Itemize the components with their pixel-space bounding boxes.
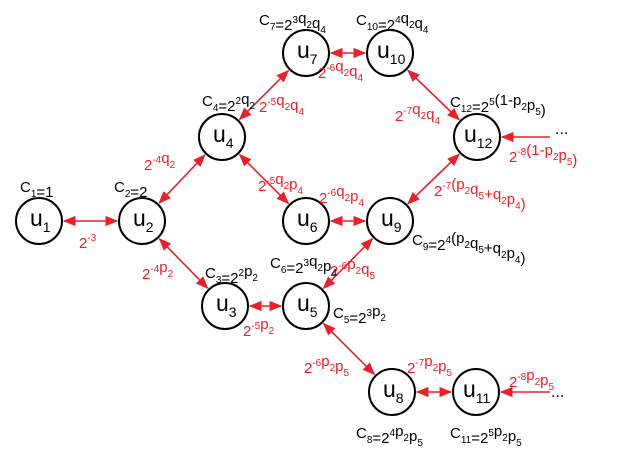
edge-label-u9-u12: 2-7(p2q5+q2p4) — [434, 176, 526, 213]
edge-label-u7-u10: 2-6q2q4 — [318, 58, 364, 84]
edge-u5-u9 — [322, 237, 374, 290]
node-circle-u1 — [15, 197, 63, 245]
edge-label-u4-u6: 2-5q2p4 — [258, 171, 304, 197]
node-text-u12: u12 — [464, 121, 493, 151]
node-circle-u4 — [198, 113, 246, 161]
edge-u2-u3 — [158, 237, 209, 290]
node-text-u10: u10 — [377, 37, 406, 67]
node-u2: u2 — [118, 197, 166, 245]
node-text-u1: u1 — [30, 205, 51, 235]
capacity-label-u1: C1=1 — [20, 179, 54, 201]
node-circle-u2 — [118, 197, 166, 245]
capacity-label-u2: C2=2 — [114, 179, 148, 201]
node-u9: u9 — [366, 197, 414, 245]
edge-label-u11-more-bottom: 2-8p2p5 — [509, 367, 555, 393]
edge-label-u12-more-top: 2-8(1-p2p5) — [509, 142, 577, 169]
node-circle-u8 — [368, 368, 416, 416]
node-text-u9: u9 — [381, 205, 402, 235]
node-u8: u8 — [368, 368, 416, 416]
node-u7: u7 — [282, 29, 330, 77]
node-u5: u5 — [282, 282, 330, 330]
node-circle-u11 — [452, 368, 500, 416]
capacity-label-u8: C8=24p2p5 — [356, 423, 423, 449]
edge-label-u2-u4: 2-4q2 — [144, 150, 176, 174]
continuation-dots-more-top: ... — [555, 121, 568, 138]
node-u12: u12 — [453, 113, 501, 161]
capacity-label-u5: C5=23p2 — [333, 303, 386, 327]
capacity-label-u4: C4=22q2 — [202, 91, 255, 115]
edge-u10-u12 — [407, 69, 460, 121]
capacity-label-u11: C11=25p2p5 — [450, 423, 522, 449]
node-circle-u10 — [366, 29, 414, 77]
edges-layer — [62, 47, 550, 398]
node-u3: u3 — [201, 282, 249, 330]
edge-u2-u4 — [158, 154, 206, 204]
edge-u5-u8 — [322, 322, 376, 376]
node-u6: u6 — [282, 197, 330, 245]
node-text-u7: u7 — [297, 37, 318, 67]
node-u10: u10 — [366, 29, 414, 77]
edge-label-u8-u11: 2-7p2p5 — [407, 353, 453, 379]
edge-label-u5-u8: 2-6p2p5 — [304, 353, 350, 379]
node-text-u2: u2 — [133, 205, 154, 235]
capacity-label-u9: C9=24(p2q5+q2p4) — [412, 230, 525, 267]
node-u11: u11 — [452, 368, 500, 416]
capacity-label-u10: C10=24q2q4 — [356, 10, 429, 36]
node-u4: u4 — [198, 113, 246, 161]
edge-label-u10-u12: 2-7q2q4 — [395, 101, 441, 127]
node-circle-u6 — [282, 197, 330, 245]
edge-label-u5-u9: 2-6p2q5 — [330, 256, 376, 282]
node-text-u11: u11 — [463, 376, 491, 406]
node-text-u3: u3 — [216, 290, 237, 320]
edge-u4-u6 — [238, 153, 290, 205]
nodes-layer: u1 u2 u3 u4 u5 u6 u7 u8 u9 u10 u11 u12 — [15, 29, 501, 416]
capacity-label-u7: C7=23q2q4 — [259, 10, 326, 36]
node-text-u8: u8 — [383, 376, 404, 406]
edge-u9-u12 — [407, 153, 460, 205]
edge-label-u2-u3: 2-4p2 — [142, 259, 174, 283]
edge-label-u4-u7: 2-5q2q4 — [259, 92, 305, 118]
continuation-dots-more-bottom: ... — [551, 384, 564, 401]
edge-label-u3-u5: 2-5p2 — [243, 316, 275, 340]
node-circle-u12 — [453, 113, 501, 161]
node-text-u5: u5 — [297, 290, 318, 320]
node-u1: u1 — [15, 197, 63, 245]
capacity-label-u3: C3=22p2 — [205, 263, 258, 287]
edge-label-u6-u9: 2-6q2p4 — [319, 183, 365, 209]
node-circle-u5 — [282, 282, 330, 330]
capacity-label-u12: C12=25(1-p2p5) — [450, 92, 546, 119]
node-text-u6: u6 — [297, 205, 318, 235]
capacity-label-u6: C6=23q2p4 — [270, 253, 337, 279]
node-circle-u9 — [366, 197, 414, 245]
edge-label-u1-u2: 2-3 — [79, 233, 97, 252]
edge-u4-u7 — [238, 69, 290, 121]
node-circle-u7 — [282, 29, 330, 77]
node-circle-u3 — [201, 282, 249, 330]
labels-layer: 2-3 2-4q2 2-4p2 2-5q2q4 2-5q2p4 2-5p2 2-6q2q4 2… — [20, 10, 577, 449]
node-text-u4: u4 — [213, 121, 234, 151]
